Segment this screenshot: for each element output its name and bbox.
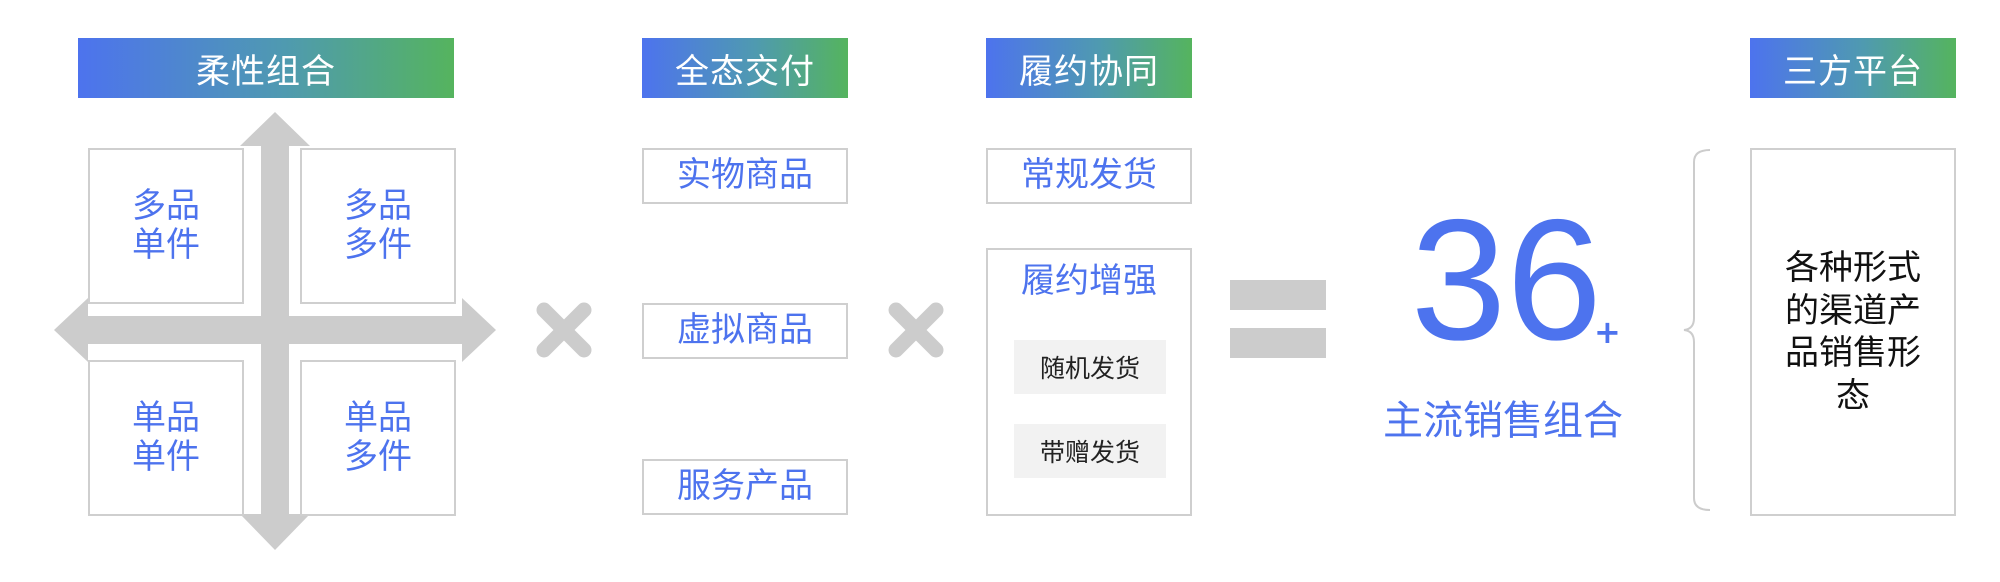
random-shipping-chip: 随机发货: [1014, 340, 1166, 394]
right-arrowhead: [462, 298, 496, 362]
quadrant-cross-arrows: [54, 112, 496, 550]
delivery-item-virtual: 虚拟商品: [642, 303, 848, 359]
down-arrowhead: [240, 514, 310, 550]
times-operator-icon: [536, 302, 592, 358]
full-delivery-header: 全态交付: [642, 38, 848, 98]
up-arrowhead: [240, 112, 310, 146]
platform-content-box: 各种形式 的渠道产 品销售形 态: [1750, 148, 1956, 516]
left-arrowhead: [54, 298, 88, 362]
quadrant-multi-product-multi-piece: 多品 多件: [300, 148, 456, 304]
quadrant-single-product-multi-piece: 单品 多件: [300, 360, 456, 516]
fulfillment-enhanced-title: 履约增强: [1021, 261, 1157, 301]
result-label: 主流销售组合: [1383, 398, 1623, 444]
times-operator-icon: [888, 302, 944, 358]
regular-shipping-box: 常规发货: [986, 148, 1192, 204]
flexible-combination-header: 柔性组合: [78, 38, 454, 98]
horizontal-arrow-shaft: [88, 316, 462, 344]
equals-operator-bottom-bar: [1230, 328, 1326, 358]
delivery-item-physical: 实物商品: [642, 148, 848, 204]
quadrant-single-product-single-piece: 单品 单件: [88, 360, 244, 516]
gift-shipping-chip: 带赠发货: [1014, 424, 1166, 478]
fulfillment-header: 履约协同: [986, 38, 1192, 98]
equals-operator-top-bar: [1230, 280, 1326, 310]
result-number: 36: [1410, 184, 1602, 376]
result-plus-sign: +: [1594, 313, 1621, 351]
left-brace: [1683, 149, 1711, 511]
quadrant-multi-product-single-piece: 多品 单件: [88, 148, 244, 304]
third-party-platform-header: 三方平台: [1750, 38, 1956, 98]
delivery-item-service: 服务产品: [642, 459, 848, 515]
